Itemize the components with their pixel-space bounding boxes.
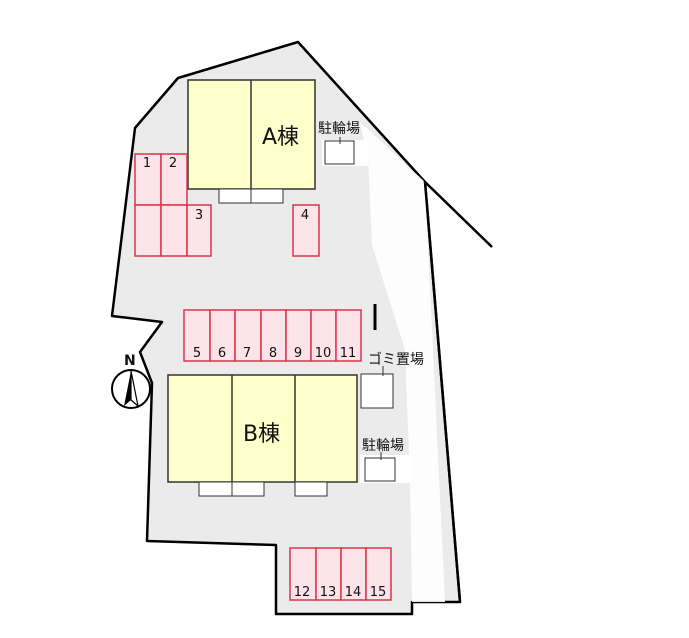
building-b-entrance <box>231 481 265 497</box>
parking-space <box>160 204 188 257</box>
parking-space <box>285 309 312 362</box>
parking-space-number: 8 <box>269 346 277 361</box>
parking-space-number: 13 <box>320 585 337 600</box>
building-a-label: A棟 <box>262 125 299 150</box>
parking-space <box>134 204 162 257</box>
north-compass: N <box>111 353 151 409</box>
parking-space-number: 15 <box>370 585 387 600</box>
building-a-entrance <box>218 188 252 204</box>
compass-needle-light <box>130 370 139 408</box>
parking-space-number: 9 <box>294 346 302 361</box>
parking-space-number: 10 <box>315 346 332 361</box>
garbage-station-label: ゴミ置場 <box>368 351 424 368</box>
parking-space-number: 2 <box>169 156 177 171</box>
building-a-entrance <box>250 188 284 204</box>
bike-parking-b-label: 駐輪場 <box>362 437 404 454</box>
road-strip <box>360 122 445 602</box>
parking-space-number: 5 <box>193 346 201 361</box>
parking-space-number: 12 <box>294 585 311 600</box>
building-b: B棟 <box>167 374 358 497</box>
parking-space-number: 4 <box>301 208 309 223</box>
parking-space-number: 14 <box>345 585 362 600</box>
road-line <box>423 178 493 603</box>
garbage-station: ゴミ置場 <box>360 351 424 409</box>
parking-space <box>186 204 212 257</box>
parking-space-number: 3 <box>195 208 203 223</box>
parking-space <box>134 153 162 206</box>
parking-space <box>292 204 320 257</box>
parking-space <box>340 547 367 601</box>
compass-needle-dark <box>124 371 131 406</box>
compass-label: N <box>124 353 136 369</box>
bike-parking-a: 駐輪場 <box>318 120 368 166</box>
bike-parking-a-label: 駐輪場 <box>318 120 360 137</box>
parking-space <box>310 309 337 362</box>
building-a: A棟 <box>187 79 316 204</box>
parking-space-number: 11 <box>340 346 357 361</box>
parking-space <box>335 309 362 362</box>
parking-space-number: 6 <box>218 346 226 361</box>
parking-space <box>315 547 342 601</box>
parking-space <box>260 309 287 362</box>
bike-parking-b: 駐輪場 <box>360 437 410 483</box>
building-b-label: B棟 <box>243 422 280 447</box>
parking-space-number: 1 <box>143 156 151 171</box>
parking-space-number: 7 <box>243 346 251 361</box>
building-b-entrance <box>294 481 328 497</box>
building-b-entrance <box>198 481 233 497</box>
parking-space <box>365 547 392 601</box>
parking-space <box>183 309 211 362</box>
